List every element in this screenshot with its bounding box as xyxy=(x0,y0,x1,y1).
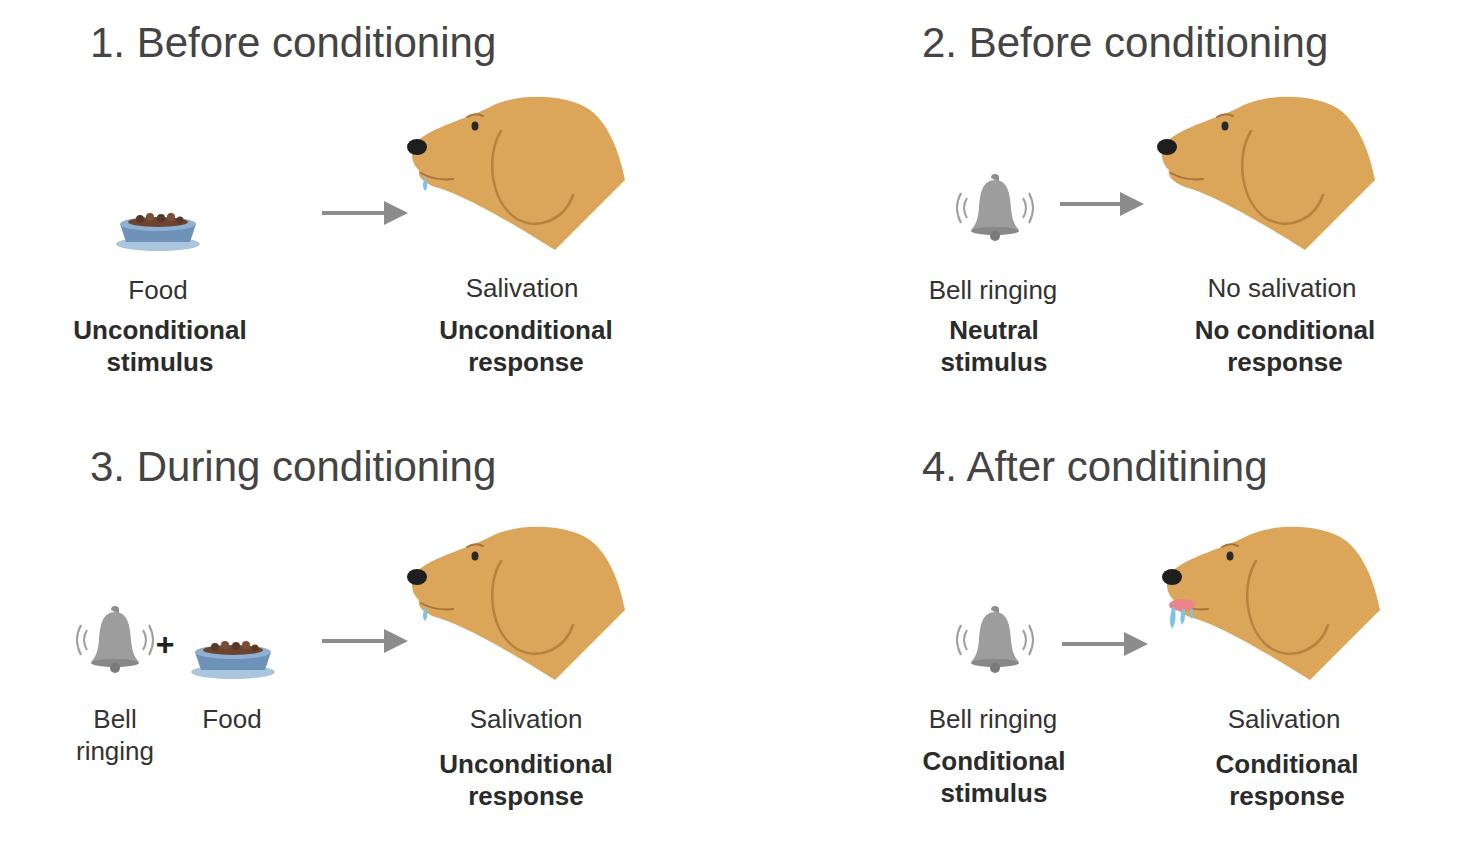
response-name: No salivation xyxy=(1172,272,1392,304)
panel-heading: 3. During conditioning xyxy=(90,442,496,492)
stimulus-name: Food xyxy=(78,274,238,306)
response-type: No conditional response xyxy=(1170,314,1400,378)
dog-head xyxy=(407,527,625,680)
stimulus-name: Bell ringing xyxy=(893,274,1093,306)
response-type: Unconditional response xyxy=(411,314,641,378)
panel-heading: 1. Before conditioning xyxy=(90,18,496,68)
dog-head xyxy=(1162,527,1380,680)
food-bowl xyxy=(191,641,275,679)
arrow xyxy=(1062,642,1142,646)
stimulus-type: Neutral stimulus xyxy=(909,314,1079,378)
dog-head xyxy=(407,97,625,250)
stimulus-name: Food xyxy=(182,703,282,735)
bell-icon xyxy=(77,606,153,673)
food-bowl xyxy=(116,213,200,251)
bell-icon xyxy=(957,606,1033,673)
stimulus-name: Bell ringing xyxy=(65,703,165,767)
arrow xyxy=(1060,202,1138,206)
stimulus-type: Unconditional stimulus xyxy=(45,314,275,378)
response-name: Salivation xyxy=(1184,703,1384,735)
arrow xyxy=(322,639,402,643)
panel-heading: 4. After conditining xyxy=(922,442,1268,492)
bell-icon xyxy=(957,174,1033,241)
dog-head xyxy=(1157,97,1375,250)
stimulus-name: Bell ringing xyxy=(893,703,1093,735)
response-type: Unconditional response xyxy=(411,748,641,812)
response-name: Salivation xyxy=(426,703,626,735)
response-type: Conditional response xyxy=(1187,748,1387,812)
stimulus-type: Conditional stimulus xyxy=(894,745,1094,809)
panel-heading: 2. Before conditioning xyxy=(922,18,1328,68)
plus-sign: + xyxy=(150,628,180,660)
response-name: Salivation xyxy=(422,272,622,304)
arrow xyxy=(322,211,402,215)
